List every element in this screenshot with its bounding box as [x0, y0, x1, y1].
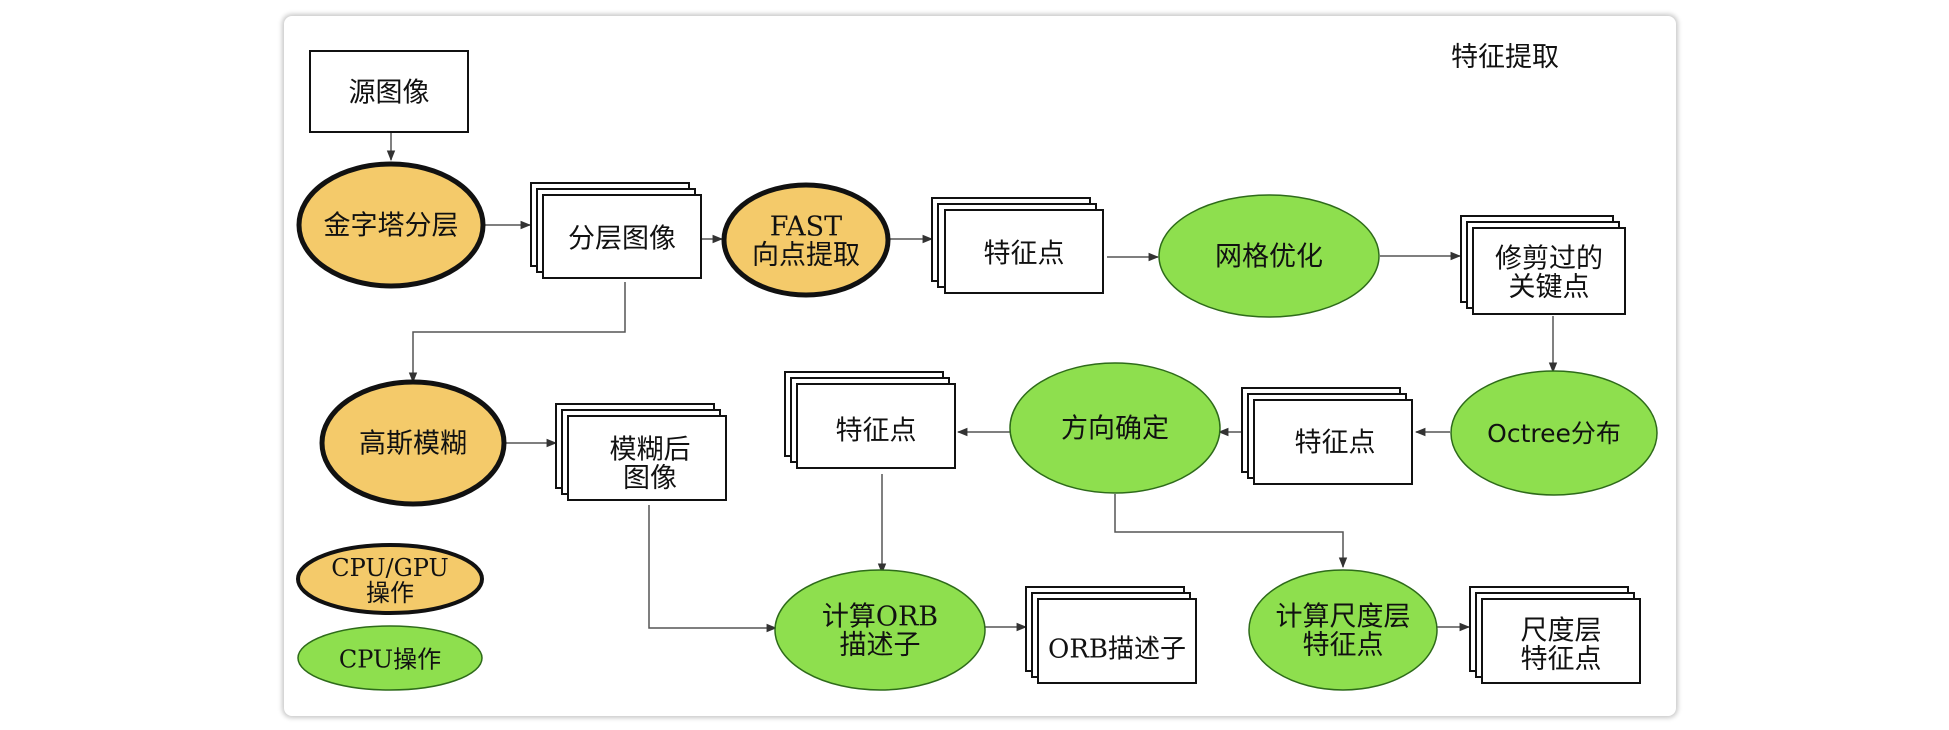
label-line: 向点提取 — [752, 240, 860, 271]
label-line: 修剪过的 — [1495, 244, 1603, 275]
edge-blurred-to-orb — [648, 505, 778, 633]
node-label-blurred-image: 模糊后图像 — [610, 435, 691, 494]
node-label-scale-points: 尺度层特征点 — [1521, 616, 1602, 675]
label-line: 计算ORB — [822, 602, 938, 633]
label-line: 特征点 — [1303, 630, 1384, 661]
node-octree: Octree分布 — [1450, 370, 1658, 496]
node-gaussian-blur: 高斯模糊 — [319, 379, 507, 507]
node-label-orb-descriptor: ORB描述子 — [1048, 634, 1186, 664]
node-source-image: 源图像 — [309, 50, 469, 133]
node-feature-points-1: 特征点 — [931, 197, 1104, 294]
node-label-feature-points-2: 特征点 — [836, 416, 917, 447]
node-label-orientation: 方向确定 — [1061, 414, 1169, 445]
node-label-grid-optimization: 网格优化 — [1215, 242, 1323, 273]
connectors — [386, 126, 1558, 633]
label-line: ORB描述子 — [1048, 634, 1186, 664]
label-line: 图像 — [623, 463, 677, 494]
label-line: 源图像 — [349, 78, 430, 109]
node-label-gaussian-blur: 高斯模糊 — [359, 429, 467, 460]
node-feature-points-3: 特征点 — [1241, 387, 1413, 485]
label-line: 计算尺度层 — [1276, 602, 1411, 633]
diagram-title: 特征提取 — [1451, 42, 1559, 73]
label-line: 操作 — [366, 579, 414, 607]
label-line: 关键点 — [1509, 272, 1590, 303]
label-line: 分层图像 — [568, 224, 676, 255]
node-pyramid-layering: 金字塔分层 — [296, 161, 486, 289]
legend-cpu: CPU操作 — [297, 625, 483, 691]
label-line: 尺度层 — [1521, 616, 1602, 647]
label-line: 方向确定 — [1061, 414, 1169, 445]
node-label-octree: Octree分布 — [1487, 419, 1621, 448]
label-line: 网格优化 — [1215, 242, 1323, 273]
node-grid-optimization: 网格优化 — [1158, 194, 1380, 318]
node-layered-image: 分层图像 — [530, 182, 702, 279]
label-line: 高斯模糊 — [359, 429, 467, 460]
label-line: 模糊后 — [610, 435, 691, 466]
label-line: CPU操作 — [339, 646, 441, 674]
node-label-pruned-keypoints: 修剪过的关键点 — [1495, 244, 1603, 303]
node-orb-descriptor: ORB描述子 — [1025, 586, 1197, 684]
node-blurred-image: 模糊后图像 — [555, 403, 727, 501]
node-orientation: 方向确定 — [1009, 362, 1221, 494]
node-label-pyramid-layering: 金字塔分层 — [324, 211, 459, 242]
edge-orientation-to-scale — [1114, 494, 1348, 569]
label-line: CPU/GPU — [331, 554, 449, 582]
node-scale-points: 尺度层特征点 — [1469, 586, 1641, 684]
label-line: 特征点 — [1521, 644, 1602, 675]
label-line: 金字塔分层 — [324, 211, 459, 242]
edge-layered-to-gaussian — [408, 282, 626, 384]
node-feature-points-2: 特征点 — [784, 371, 956, 469]
node-label-compute-scale: 计算尺度层特征点 — [1276, 602, 1411, 661]
node-label-source-image: 源图像 — [349, 78, 430, 109]
label-line: 特征点 — [984, 239, 1065, 270]
label-line: 特征点 — [1295, 428, 1376, 459]
legend-label-cpu: CPU操作 — [339, 646, 441, 674]
node-label-layered-image: 分层图像 — [568, 224, 676, 255]
node-pruned-keypoints: 修剪过的关键点 — [1460, 215, 1626, 315]
label-line: 描述子 — [840, 630, 921, 661]
label-line: FAST — [770, 212, 842, 243]
node-compute-scale: 计算尺度层特征点 — [1248, 569, 1438, 691]
diagram-panel — [284, 16, 1676, 716]
node-label-feature-points-1: 特征点 — [984, 239, 1065, 270]
label-line: 特征点 — [836, 416, 917, 447]
node-label-feature-points-3: 特征点 — [1295, 428, 1376, 459]
label-line: Octree分布 — [1487, 419, 1621, 448]
